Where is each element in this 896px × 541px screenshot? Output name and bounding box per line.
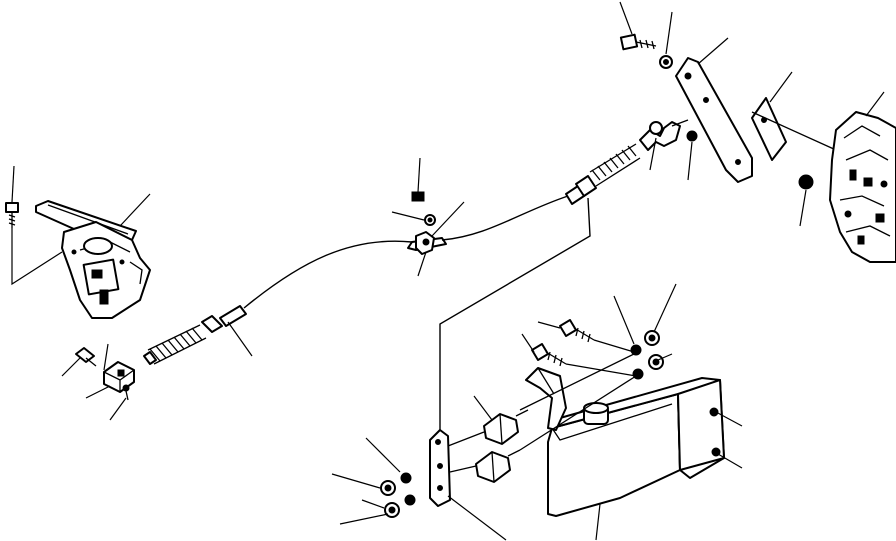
accelerator-pedal-assembly [5, 200, 151, 319]
plate-nuts-and-washers [380, 472, 416, 518]
bracket-nuts-and-washers [630, 330, 664, 380]
center-cable-clamp [407, 191, 447, 255]
cable-center-to-right [441, 195, 569, 241]
governor-end-cable-fitting [565, 119, 698, 205]
lever-axis-line [751, 111, 837, 151]
bracket-leader-lines [595, 411, 743, 541]
cable-adjusters [447, 409, 529, 483]
clevis-leader-lines [61, 343, 127, 421]
clevis-parts [75, 347, 135, 401]
adjuster-axis-lower [519, 375, 637, 451]
pedal-end-cable-fitting [143, 240, 413, 365]
bracket-bolts [531, 319, 595, 367]
upper-thread-coils [589, 143, 641, 187]
lever-nut [798, 174, 814, 190]
pedal-group-leader-lines [11, 165, 151, 286]
lever-group-leader-lines [619, 1, 807, 227]
clamp-leader-lines [391, 157, 465, 277]
cable-lower-run [439, 197, 591, 432]
upper-bolt-and-washer [619, 33, 673, 69]
spacer-plate [751, 97, 787, 161]
plate-fastener-leader-lines [331, 437, 507, 541]
adjuster-leader [473, 395, 493, 421]
adjuster-axis-upper [519, 351, 639, 411]
rod-end-leader-lines [649, 137, 693, 181]
mounting-bracket [525, 367, 725, 517]
governor-housing [829, 111, 896, 263]
cable-stop-plate [429, 429, 451, 507]
housing-leader [865, 91, 885, 117]
governor-lever [675, 57, 753, 183]
thread-coils [147, 324, 207, 365]
cable-fitting-leader [227, 321, 253, 357]
